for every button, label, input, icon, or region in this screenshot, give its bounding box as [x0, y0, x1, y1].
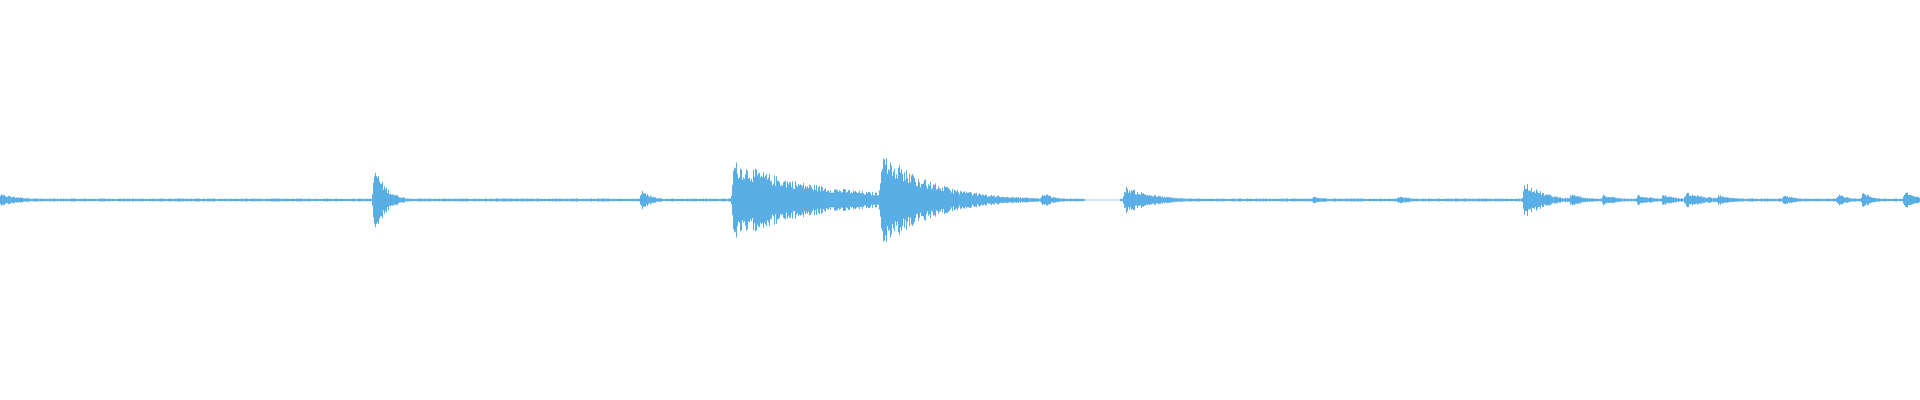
waveform-bars: [0, 158, 1920, 242]
waveform-path: [0, 158, 1920, 242]
